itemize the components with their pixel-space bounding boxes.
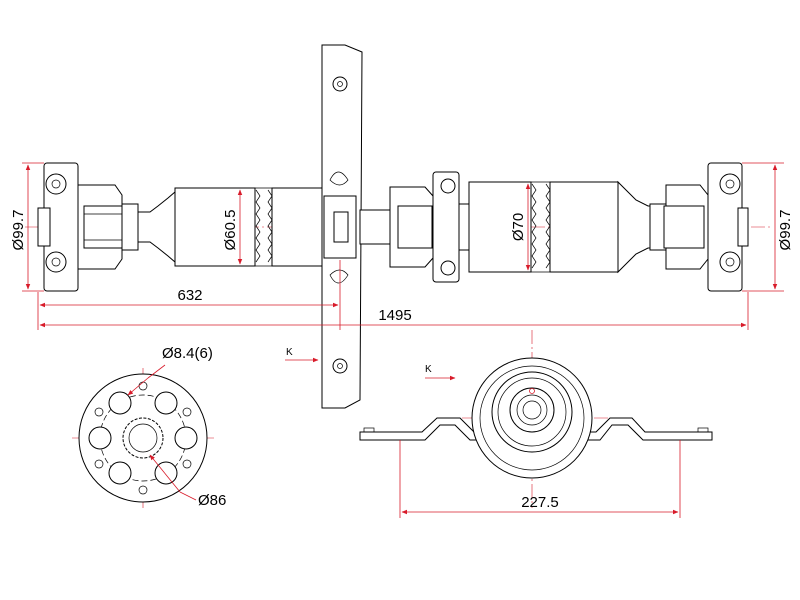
view-k-marker-main: K [285,347,319,363]
bearing-mount-bracket [359,417,713,441]
label-flange-dia-right: Ø99.7 [777,210,794,251]
flange-face-view: Ø8.4(6) Ø86 [72,345,226,509]
label-tube-dia-rear: Ø70 [510,213,527,241]
front-tube [174,187,323,267]
label-bolt-hole: Ø8.4(6) [162,345,213,362]
bearing-inner-race [509,387,555,433]
label-tube-dia-front: Ø60.5 [222,210,239,251]
dim-left-flange-diameter: Ø99.7 [10,162,44,292]
svg-text:K: K [286,347,293,358]
driveshaft-side-view: Ø99.7 Ø99.7 Ø60.5 Ø70 632 [10,44,794,409]
label-bearing-width: 227.5 [521,494,559,511]
front-tube-neck [137,190,176,264]
rear-tube [468,181,619,273]
label-flange-dia-left: Ø99.7 [10,210,27,251]
center-bearing-view: 227.5 K [359,330,713,518]
center-support-bracket [321,44,363,409]
label-length-front-section: 632 [177,287,202,304]
label-bolt-circle: Ø86 [198,492,226,509]
left-flange-yoke [37,162,139,292]
dim-overall-length: 1495 [39,292,749,330]
view-k-marker-bearing: K [425,364,432,375]
middle-universal-joint [389,171,470,283]
label-overall-length: 1495 [378,307,411,324]
dim-rear-tube-diameter: Ø70 [510,183,531,271]
dim-front-tube-diameter: Ø60.5 [222,189,243,265]
flange-bolt-holes [88,381,198,495]
intermediate-shaft [359,209,391,245]
right-flange-yoke [649,162,749,292]
dim-front-section-length: 632 [37,260,341,330]
dim-right-flange-diameter: Ø99.7 [742,162,794,292]
